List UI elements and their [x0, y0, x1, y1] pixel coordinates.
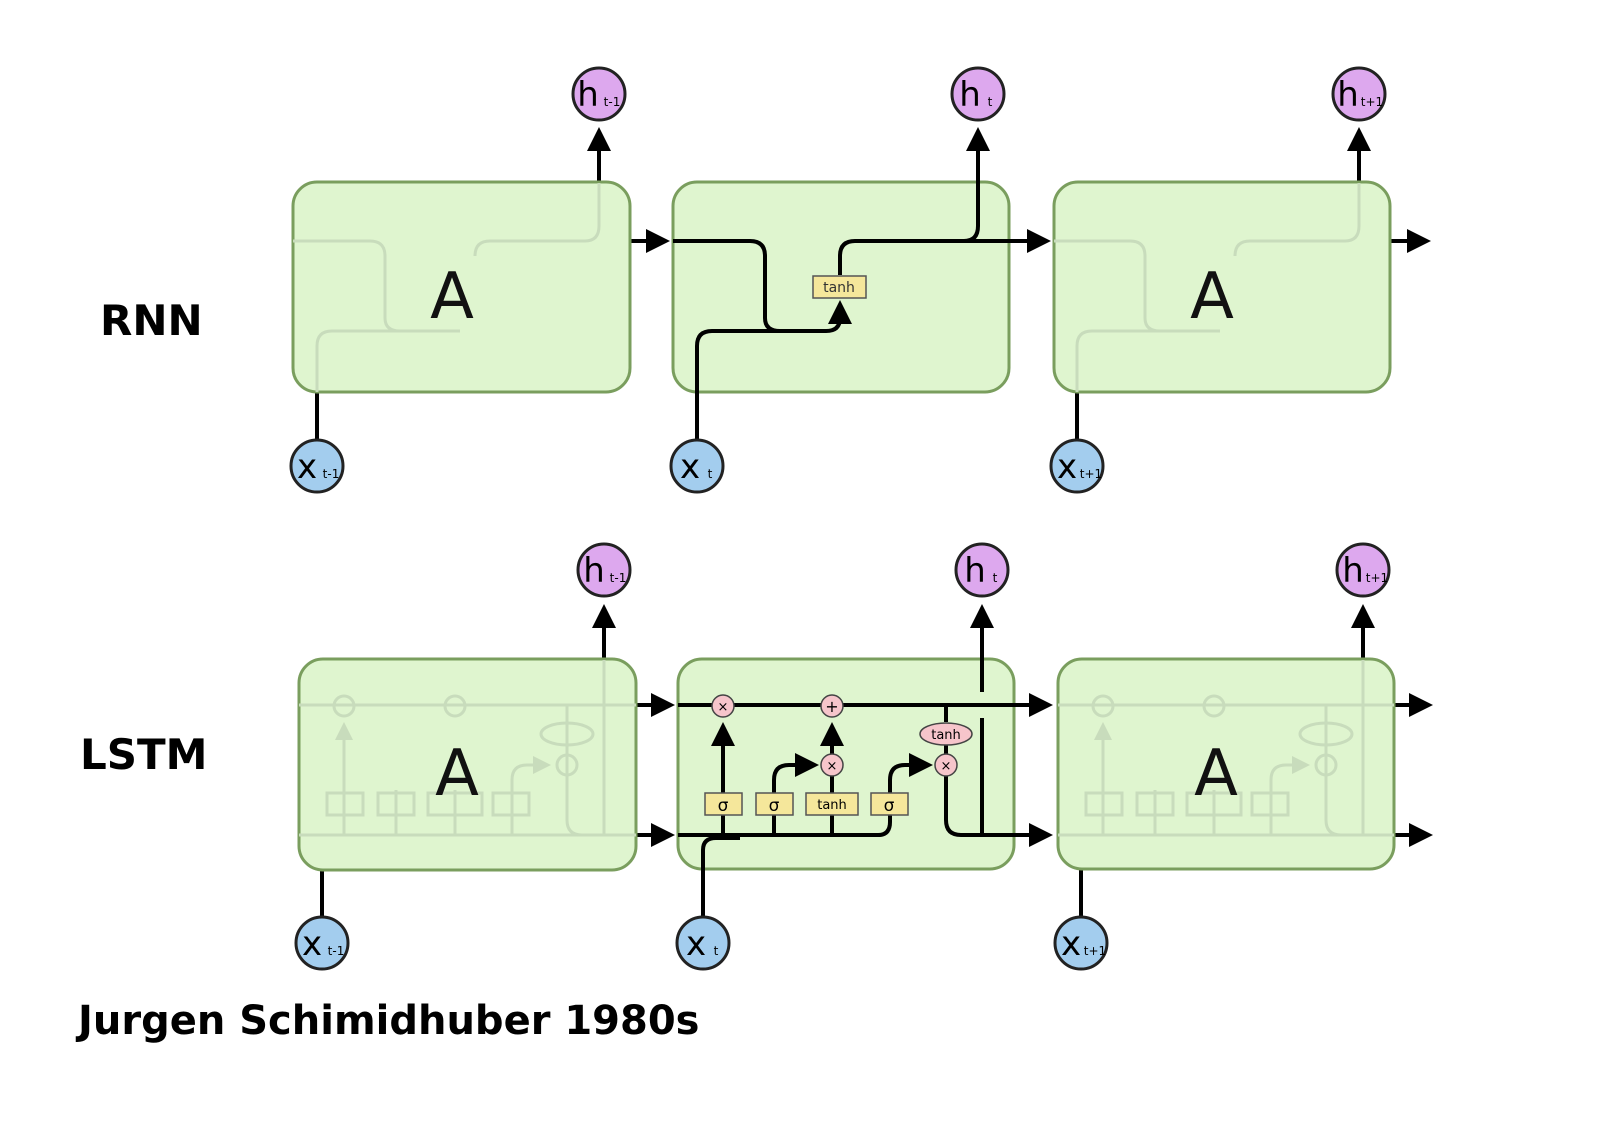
cell-label: A — [430, 260, 474, 334]
svg-text:h: h — [577, 75, 599, 115]
svg-text:x: x — [297, 447, 317, 487]
add-op: + — [820, 694, 844, 718]
svg-text:σ: σ — [718, 796, 729, 816]
tanh-layer — [812, 275, 867, 299]
lstm-input-x-t+1: x t+1 — [1053, 915, 1109, 971]
rnn-input-x-t: x t — [669, 438, 725, 494]
lstm-output-h-t-1: h t-1 — [576, 542, 632, 598]
svg-text:x: x — [1061, 924, 1081, 964]
rnn-input-x-t+1: x t+1 — [1049, 438, 1105, 494]
forget-multiply-op: × — [711, 694, 735, 718]
svg-text:tanh: tanh — [817, 798, 847, 813]
svg-text:t+1: t+1 — [1080, 467, 1102, 481]
svg-text:x: x — [680, 447, 700, 487]
svg-text:t-1: t-1 — [604, 95, 621, 109]
svg-text:σ: σ — [769, 796, 780, 816]
lstm-output-h-t+1: h t+1 — [1335, 542, 1391, 598]
cell-label: A — [1190, 260, 1234, 334]
svg-text:h: h — [1342, 551, 1364, 591]
rnn-cell-1: A — [291, 127, 632, 440]
rnn-cell-3: A — [1052, 127, 1392, 440]
tanh-op: tanh — [919, 722, 973, 746]
rnn-label: RNN — [100, 296, 203, 345]
lstm-cell-1: A — [297, 604, 638, 918]
caption: Jurgen Schimidhuber 1980s — [78, 998, 700, 1044]
svg-text:t-1: t-1 — [323, 467, 340, 481]
lstm-output-h-t: h t — [954, 542, 1010, 598]
svg-text:×: × — [718, 700, 729, 715]
svg-text:tanh: tanh — [931, 728, 961, 743]
lstm-input-x-t-1: x t-1 — [294, 915, 350, 971]
svg-text:t-1: t-1 — [610, 571, 627, 585]
tanh-layer-label: tanh — [823, 280, 855, 296]
svg-text:t: t — [714, 944, 719, 958]
lstm-row: A σ — [294, 542, 1433, 971]
svg-text:x: x — [1057, 447, 1077, 487]
svg-text:h: h — [583, 551, 605, 591]
svg-text:t: t — [708, 467, 713, 481]
cell-label: A — [1194, 737, 1238, 811]
lstm-label: LSTM — [80, 730, 208, 779]
svg-text:t-1: t-1 — [328, 944, 345, 958]
rnn-row: A tanh A h t-1 — [289, 66, 1431, 494]
svg-text:t: t — [988, 95, 993, 109]
svg-text:x: x — [302, 924, 322, 964]
svg-text:×: × — [827, 759, 838, 774]
rnn-cell-2: tanh — [671, 127, 1042, 440]
svg-text:x: x — [686, 924, 706, 964]
input-multiply-op: × — [820, 753, 844, 777]
svg-text:+: + — [825, 697, 838, 716]
svg-text:t+1: t+1 — [1366, 571, 1388, 585]
svg-text:h: h — [1337, 75, 1359, 115]
lstm-cell-2: σ σ tanh σ × + — [676, 604, 1044, 918]
svg-text:h: h — [964, 551, 986, 591]
svg-text:t+1: t+1 — [1361, 95, 1383, 109]
lstm-input-x-t: x t — [675, 915, 731, 971]
sigma-layer-input: σ — [755, 792, 794, 816]
svg-text:t: t — [993, 571, 998, 585]
svg-text:t+1: t+1 — [1084, 944, 1106, 958]
rnn-input-x-t-1: x t-1 — [289, 438, 345, 494]
output-multiply-op: × — [934, 753, 958, 777]
lstm-cell-3: A — [1056, 604, 1396, 918]
rnn-output-h-t: h t — [950, 66, 1006, 122]
rnn-output-h-t-1: h t-1 — [571, 66, 627, 122]
sigma-layer-forget: σ — [704, 792, 743, 816]
svg-text:×: × — [941, 759, 952, 774]
cell-label: A — [435, 737, 479, 811]
svg-text:σ: σ — [884, 796, 895, 816]
sigma-layer-output: σ — [870, 792, 909, 816]
rnn-output-h-t+1: h t+1 — [1331, 66, 1387, 122]
svg-text:h: h — [959, 75, 981, 115]
tanh-layer-candidate: tanh — [805, 792, 859, 816]
